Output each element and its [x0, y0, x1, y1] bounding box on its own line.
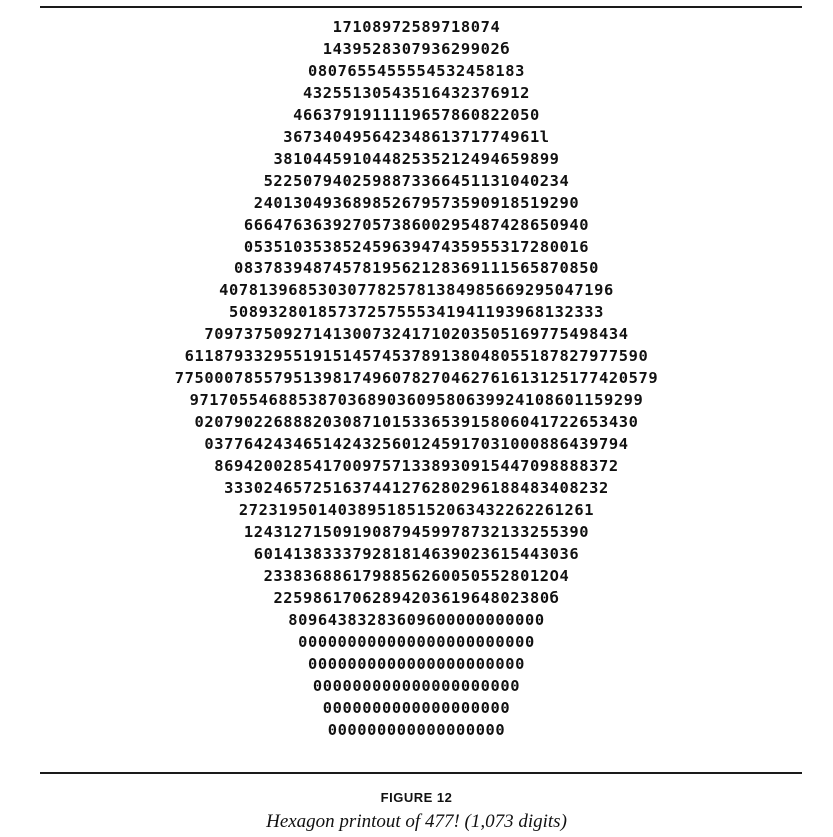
digit-row: 4078139685303077825781384985669295047196: [219, 281, 614, 300]
digit-row: 0000000000000000000: [322, 698, 511, 717]
digit-row: 4663791911119657860822050: [293, 105, 540, 124]
digit-row: 0207902268882030871015336539158060417226…: [194, 413, 639, 432]
digit-row: 9717055468853870368903609580639924108601…: [189, 391, 644, 410]
digit-row: 7750007855795139817496078270462761613125…: [174, 369, 659, 388]
digit-row: 8694200285417009757133893091544709888837…: [214, 457, 619, 476]
digit-row: 38104459104482535212494659899: [273, 149, 560, 168]
digit-row: 2259861706289420361964802380б: [273, 588, 560, 607]
digit-row: 43255130543516432376912: [303, 83, 530, 102]
digit-row: 52250794025988733664511310402З4: [263, 171, 570, 190]
digit-row: 12431271509190879459978732133255390: [243, 522, 590, 541]
figure-label: FIGURE 12: [380, 790, 453, 805]
top-rule: [40, 6, 802, 8]
figure-caption: Hexagon printout of 477! (1,073 digits): [266, 811, 567, 832]
digit-row: 6118793329551915145745378913804805518782…: [184, 347, 649, 366]
digit-row: 000000000000000000000000: [298, 632, 535, 651]
digit-row: 0000000000000000000000: [307, 654, 526, 673]
digit-row: 7097375092714130073241710203505169775498…: [204, 325, 629, 344]
digit-row: 000000000000000000000: [312, 676, 521, 695]
digit-row: 333024657251637441276280296188483408232: [224, 479, 609, 498]
digit-row: 0837839487457819562128369111565870850: [233, 259, 600, 278]
digit-row: 36734049564234861371774961l: [283, 127, 550, 146]
digit-row: 143952830793629902б: [322, 39, 511, 58]
digit-row: 601413833379281814639023615443036: [253, 544, 580, 563]
digit-row: 000000000000000000: [327, 720, 506, 739]
digit-row: 0377642434651424325601245917031000886439…: [204, 435, 629, 454]
digit-row: 80964383283609600000000000: [288, 610, 545, 629]
digit-row: 50893280185737257555341941193968132333: [229, 303, 604, 322]
digit-row: 66647636392705738600295487428650940: [243, 215, 590, 234]
bottom-rule: [40, 772, 802, 774]
digit-row: 23383688617988562600505528012О4: [263, 566, 570, 585]
hexagon-digit-block: 17108972589718074 143952830793629902б 0807…: [0, 17, 833, 741]
digit-row: 272319501403895185152063432262261261: [238, 500, 595, 519]
digit-row: 17108972589718074: [332, 18, 501, 36]
digit-row: 05351035385245963947435955317280016: [243, 237, 590, 256]
digit-row: 0807655455554532458183: [307, 61, 526, 80]
digit-row: 240130493689852679573590918519290: [253, 193, 580, 212]
